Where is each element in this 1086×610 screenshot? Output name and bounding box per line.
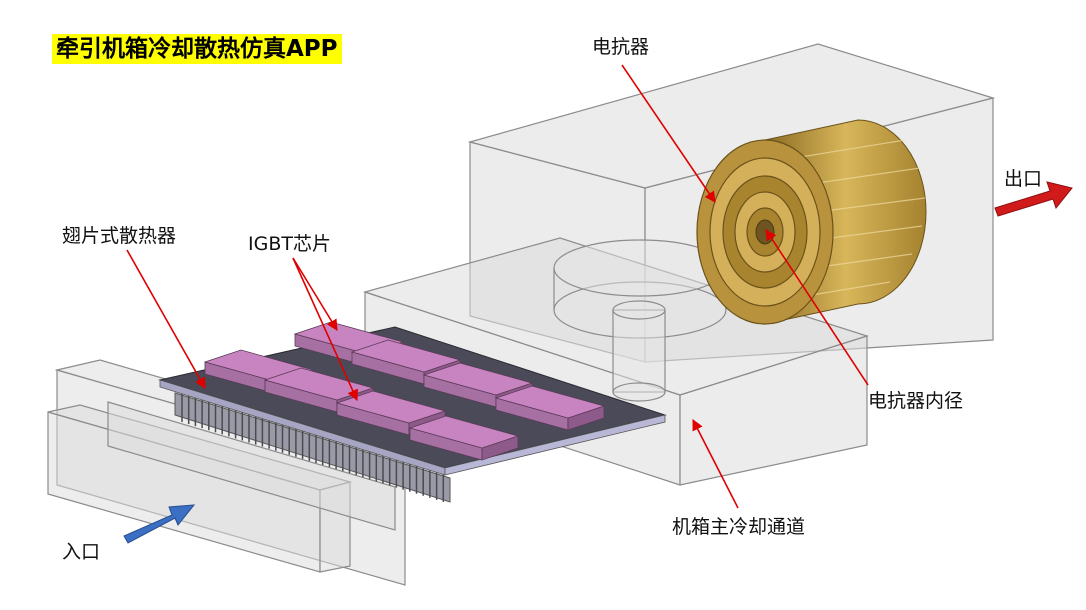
- label-main-cooling-channel: 机箱主冷却通道: [672, 516, 806, 538]
- callout-igbt-2: [292, 257, 358, 402]
- igbt-chip-face: [494, 385, 606, 419]
- callout-heatsink: [126, 249, 206, 389]
- igbt-chip-face: [335, 390, 447, 424]
- inlet-arrow: [123, 504, 196, 544]
- igbt-chip-face: [422, 362, 534, 396]
- callout-igbt-1: [292, 257, 338, 331]
- heatsink-fins: [181, 392, 445, 502]
- reactor-cylinder-duct: [553, 239, 727, 402]
- igbt-chip-face: [263, 367, 375, 401]
- igbt-chip-face: [408, 415, 520, 449]
- igbt-chip-face: [350, 339, 462, 373]
- callout-reactor-inner: [765, 229, 869, 386]
- label-fin-heatsink: 翅片式散热器: [62, 225, 177, 247]
- label-reactor: 电抗器: [592, 36, 650, 58]
- callout-reactor: [621, 64, 716, 203]
- label-outlet: 出口: [1004, 168, 1043, 190]
- outlet-arrow: [994, 181, 1073, 217]
- page-title: 牵引机箱冷却散热仿真APP: [52, 34, 342, 65]
- callout-lines: [126, 64, 869, 509]
- reactor-coil: [696, 119, 927, 325]
- igbt-chips: [203, 321, 606, 461]
- label-reactor-inner-diameter: 电抗器内径: [868, 390, 964, 412]
- label-igbt-chip: IGBT芯片: [248, 233, 331, 255]
- callout-main-channel: [692, 419, 739, 509]
- label-inlet: 入口: [62, 541, 101, 563]
